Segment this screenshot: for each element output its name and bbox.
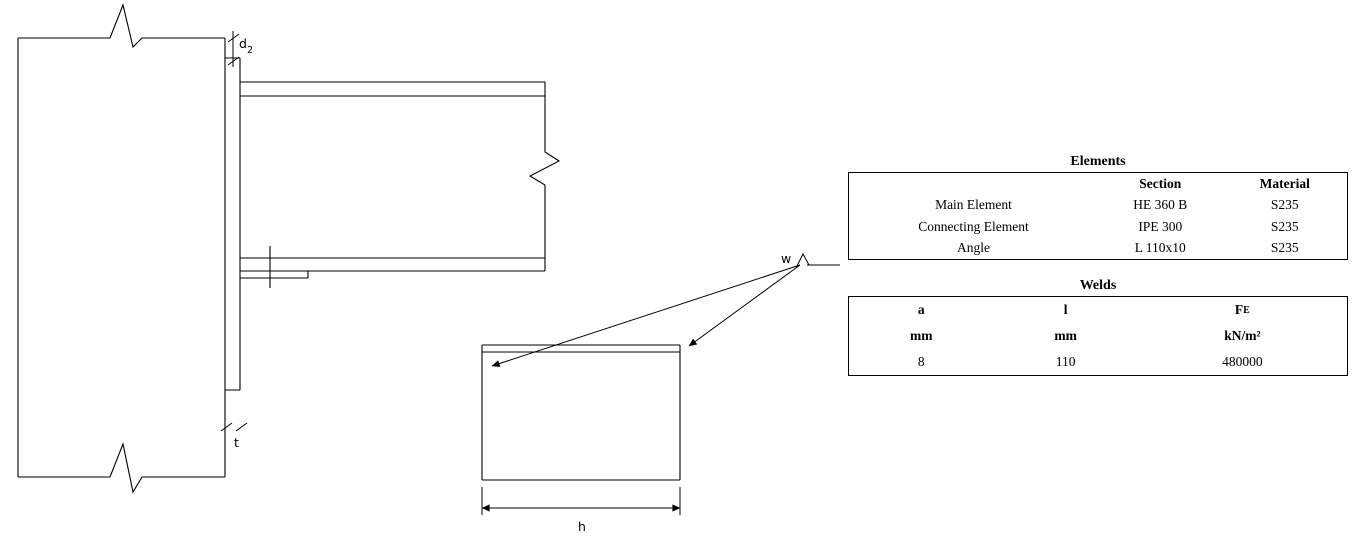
cell-section: HE 360 B <box>1133 197 1188 213</box>
fe-subscript: E <box>1243 304 1250 316</box>
cell-element-name: Angle <box>957 240 990 256</box>
fe-symbol: F <box>1234 302 1244 317</box>
dimension-h: h <box>481 487 681 534</box>
angle-plate-lines <box>225 57 241 391</box>
dimension-t-ticks <box>220 422 248 432</box>
dim-d2-label: d <box>239 36 247 51</box>
unit-cell-a: mm <box>909 328 933 343</box>
dimension-t: t <box>220 422 248 450</box>
unit-cell-l: mm <box>1054 328 1077 343</box>
dim-t-label: t <box>234 435 239 450</box>
angle-plate <box>225 57 241 391</box>
beam-lines <box>240 81 561 272</box>
beam-outline <box>240 81 561 272</box>
cell-section: L 110x10 <box>1134 240 1186 256</box>
dim-d2-sub-label: 2 <box>247 45 253 56</box>
value-cell-fe: 480000 <box>1222 354 1263 369</box>
angle-bottom-leg <box>240 246 309 288</box>
unit-cell-fe: kN/m² <box>1224 328 1261 343</box>
elements-table-title: Elements <box>1070 154 1126 169</box>
value-cell-a: 8 <box>917 354 925 369</box>
weld-label: w <box>781 251 791 266</box>
dimension-d2: d 2 <box>227 31 253 67</box>
column-outline <box>17 3 226 494</box>
cell-element-name: Connecting Element <box>918 218 1029 234</box>
header-cell-empty <box>849 173 1098 195</box>
dimension-d2-ticks <box>227 31 240 67</box>
table-row: Angle L 110x10 S235 <box>849 238 1347 260</box>
weld-detail-lines <box>481 344 681 481</box>
dim-h-label: h <box>578 519 586 534</box>
elements-header-row: Section Material <box>849 173 1347 195</box>
header-cell-section: Section <box>1139 175 1182 191</box>
header-cell-a: a <box>917 302 925 317</box>
dimension-h-extensions <box>481 487 681 515</box>
header-cell-l: l <box>1063 302 1068 317</box>
table-row: Connecting Element IPE 300 S235 <box>849 216 1347 238</box>
weld-leader-line-left <box>491 264 801 368</box>
welds-table-title: Welds <box>1079 278 1117 293</box>
weld-detail-box <box>481 344 681 481</box>
weld-leader-line-right <box>688 264 801 347</box>
angle-bottom-leg-lines <box>240 246 309 288</box>
value-cell-l: 110 <box>1055 354 1076 369</box>
welds-units-row: mm mm kN/m² <box>849 323 1347 349</box>
welds-values-row: 8 110 480000 <box>849 349 1347 375</box>
cell-material: S235 <box>1270 240 1299 256</box>
column-lines <box>17 3 226 494</box>
weld-leader-tail <box>795 252 840 269</box>
cell-element-name: Main Element <box>935 197 1012 213</box>
cell-material: S235 <box>1270 218 1299 234</box>
weld-leader: w <box>491 251 840 368</box>
cell-section: IPE 300 <box>1138 218 1183 234</box>
cell-material: S235 <box>1270 197 1299 213</box>
table-row: Main Element HE 360 B S235 <box>849 195 1347 217</box>
elements-table: Elements Section Material Main Element H… <box>848 153 1348 260</box>
header-cell-material: Material <box>1259 175 1310 191</box>
elements-table-box: Section Material Main Element HE 360 B S… <box>848 172 1348 260</box>
